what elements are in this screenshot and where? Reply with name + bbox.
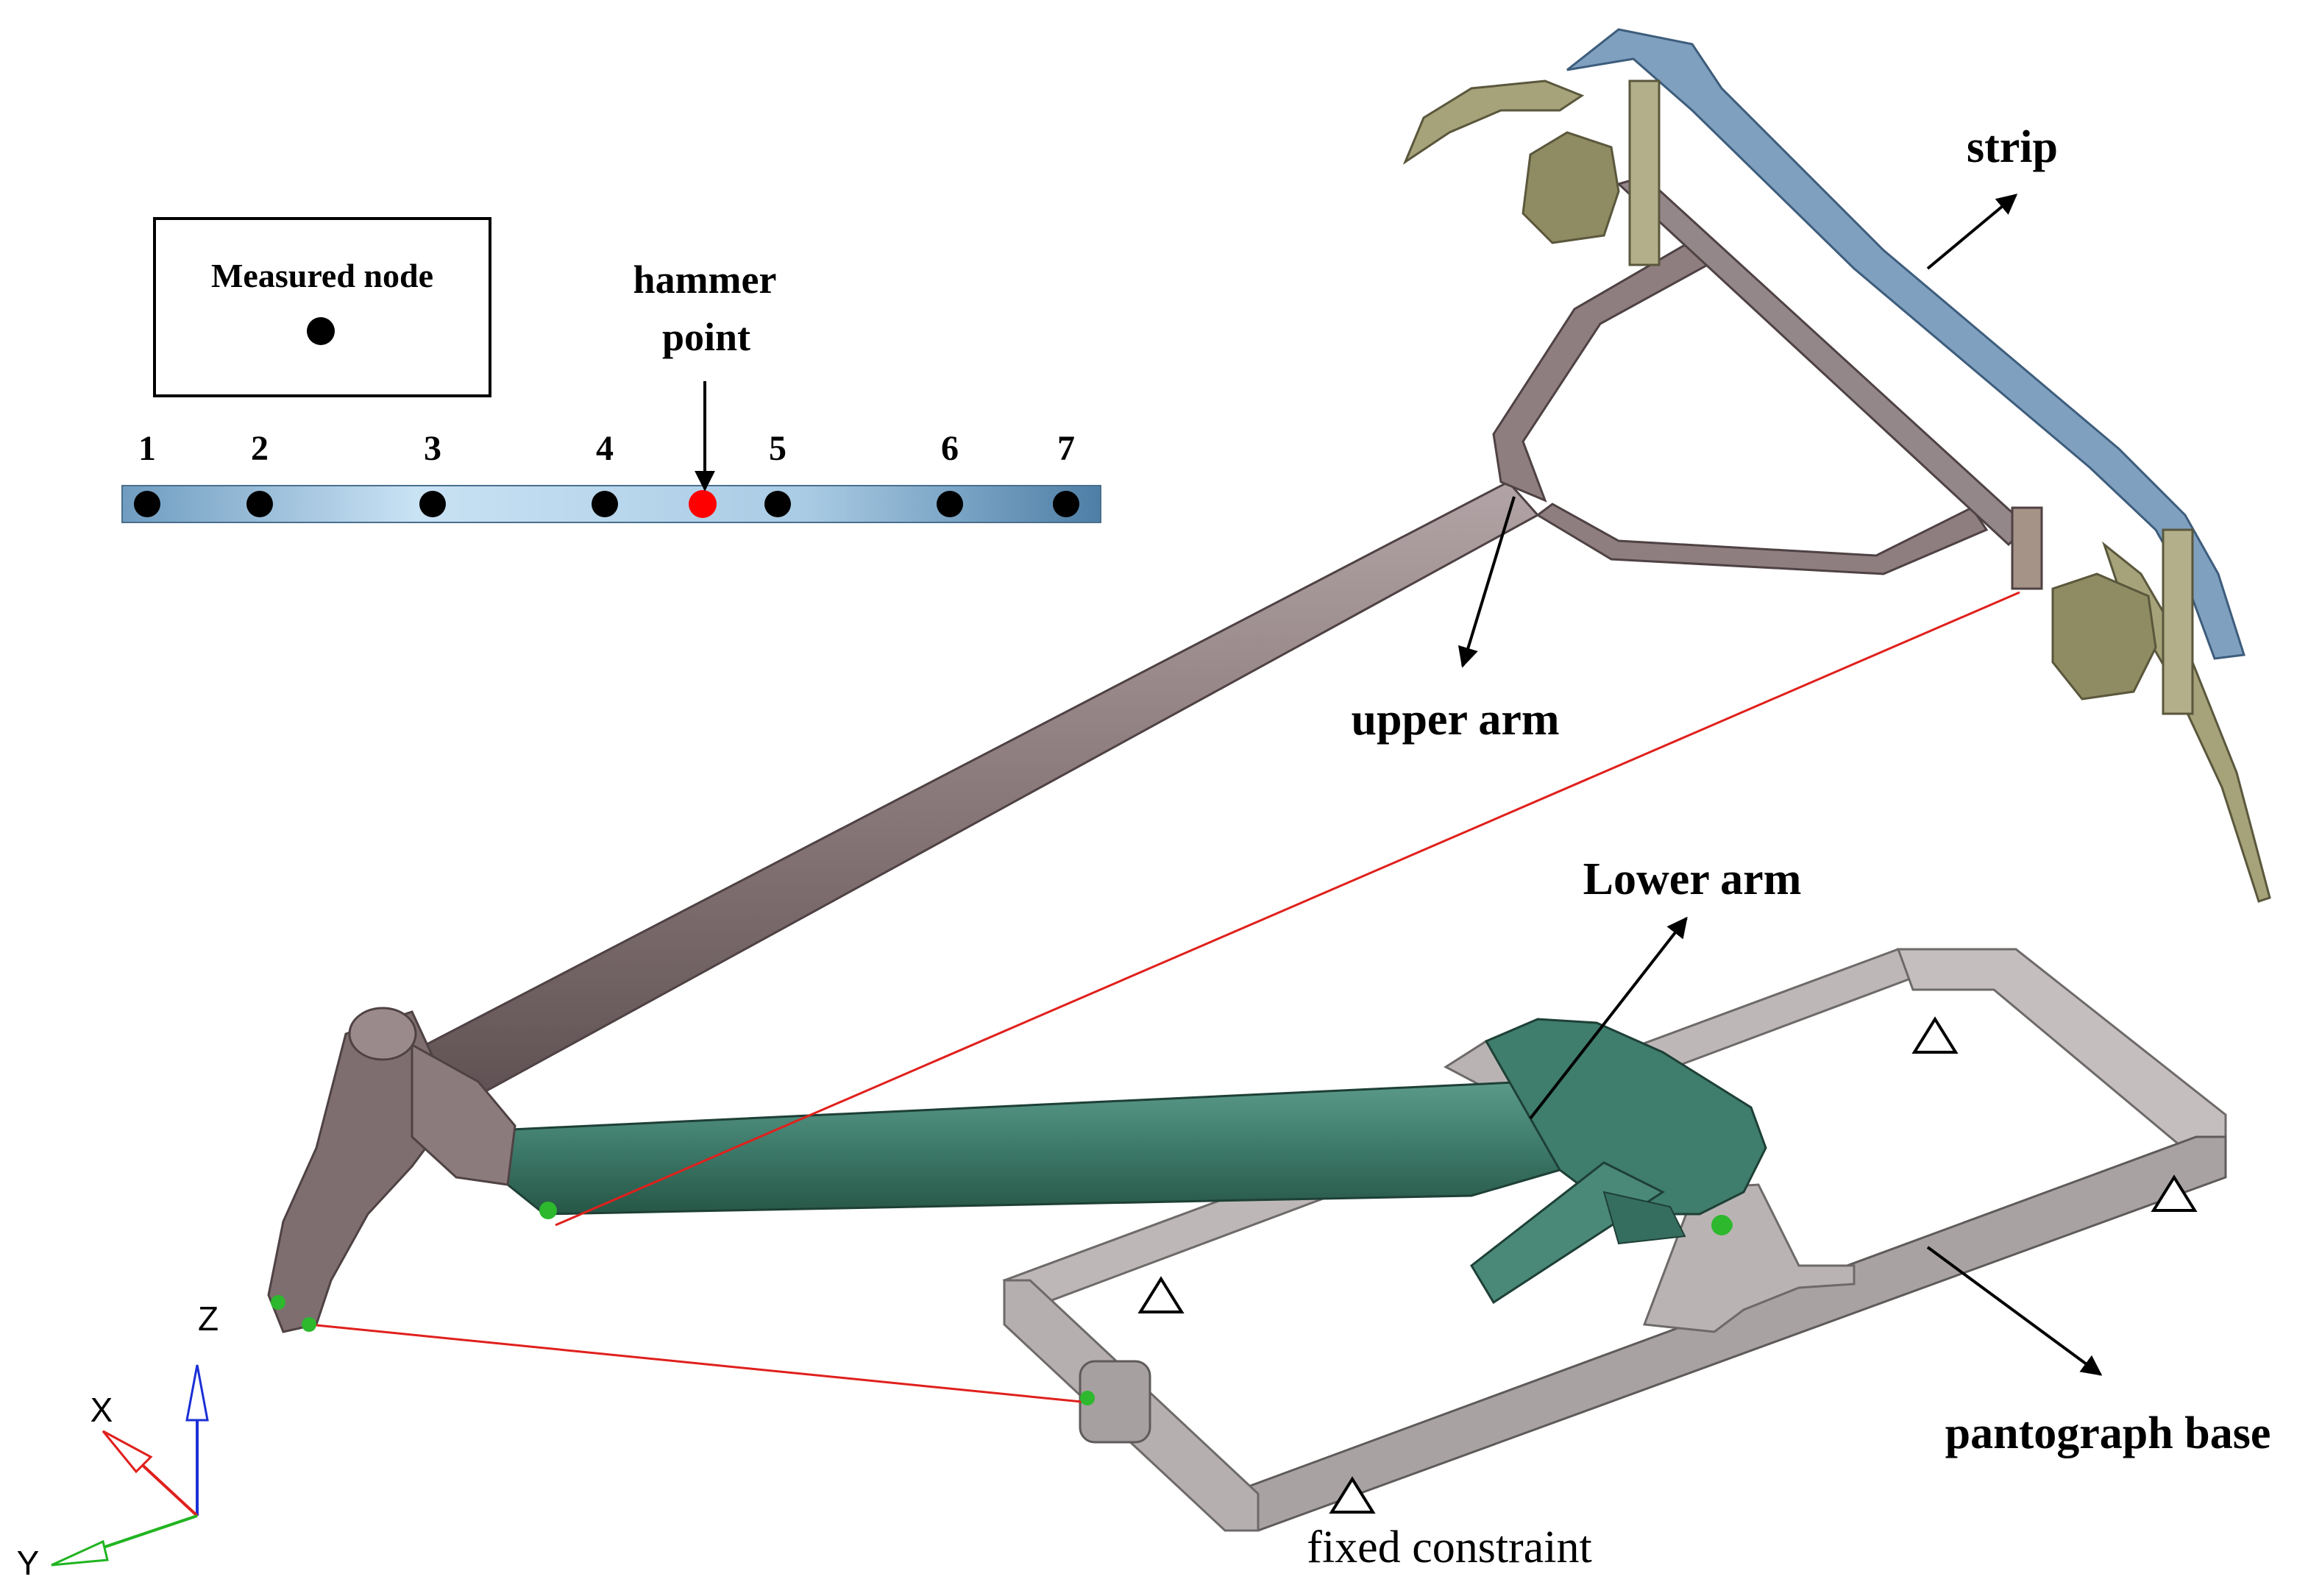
x-axis-arrow [102, 1430, 153, 1474]
label-strip: strip [1967, 122, 2058, 172]
pointer-lower-arm [1529, 916, 1688, 1120]
link-lines [308, 591, 2020, 1403]
z-axis-label: Z [198, 1299, 219, 1338]
constraint-triangle [1911, 1016, 1959, 1054]
node-label-1: 1 [138, 429, 156, 468]
measured-node-7 [1053, 491, 1079, 517]
head-post-right [2162, 528, 2194, 715]
label-upper-arm: upper arm [1351, 695, 1559, 745]
measured-node-5 [764, 491, 791, 517]
strip-node-diagram: 1 2 3 4 5 6 7 hammer point [121, 258, 1101, 523]
hammer-label-line2: point [662, 315, 750, 359]
node-label-2: 2 [251, 429, 269, 468]
horn-left-bracket [1522, 131, 1620, 244]
upper-arm-frame-bottom [1535, 503, 1989, 575]
upper-arm-elbow-hub [348, 1007, 417, 1061]
horn-right-bracket [2051, 572, 2157, 701]
node-label-4: 4 [596, 429, 614, 468]
link-line-lower [308, 1323, 1082, 1403]
z-axis-arrow [185, 1364, 209, 1422]
constraint-triangle [1329, 1476, 1376, 1514]
horn-left [1402, 79, 1585, 165]
node-label-3: 3 [424, 429, 441, 468]
base-right-end [1896, 948, 2227, 1160]
measured-node-6 [937, 491, 963, 517]
hinge-point [1718, 1218, 1733, 1233]
hinge-point [1080, 1391, 1095, 1405]
pointer-pantograph-base [1926, 1246, 2103, 1376]
label-lower-arm: Lower arm [1583, 854, 1802, 904]
hammer-point-marker [689, 490, 717, 518]
component-labels: strip upper arm Lower arm pantograph bas… [1307, 122, 2270, 1572]
coordinate-triad: Z X Y [17, 1299, 219, 1582]
legend-node-marker [307, 317, 335, 345]
legend-title: Measured node [211, 257, 433, 294]
node-label-6: 6 [941, 429, 959, 468]
hinge-point [539, 1202, 557, 1219]
measured-node-1 [134, 491, 160, 517]
measured-node-4 [592, 491, 618, 517]
constraint-triangle [1137, 1276, 1185, 1313]
hammer-label-line1: hammer [633, 258, 777, 302]
contact-strip [1566, 28, 2245, 660]
upper-arm-main-tube [395, 480, 1540, 1109]
constraint-triangle [2151, 1174, 2198, 1212]
node-label-7: 7 [1057, 429, 1075, 468]
y-axis-label: Y [17, 1544, 40, 1582]
pantograph-head [1402, 28, 2271, 903]
node-group: 1 2 3 4 5 6 7 [134, 429, 1079, 518]
hinge-point [302, 1317, 316, 1332]
head-link-right [2011, 506, 2043, 590]
measured-node-2 [246, 491, 273, 517]
legend-box [153, 217, 491, 397]
upper-arm-structure [267, 175, 2029, 1333]
node-label-5: 5 [769, 429, 787, 468]
label-pantograph-base: pantograph base [1945, 1408, 2271, 1458]
x-axis-label: X [90, 1391, 113, 1429]
fixed-constraints [1137, 1016, 2198, 1514]
y-axis-arrow [51, 1539, 109, 1567]
head-post-left [1628, 79, 1661, 266]
legend: Measured node [153, 217, 491, 397]
upper-arm-frame-left [1492, 241, 1716, 503]
lower-arm-flange [1602, 1191, 1686, 1245]
upper-arm-elbow-plate [411, 1043, 516, 1186]
label-fixed-constraint: fixed constraint [1307, 1522, 1591, 1572]
link-line-upper [555, 591, 2020, 1227]
hinge-points [271, 1202, 1733, 1405]
lower-arm-tube [506, 1080, 1576, 1216]
hinge-point [271, 1295, 285, 1310]
pointer-strip [1926, 194, 2018, 270]
measured-node-3 [419, 491, 446, 517]
lower-arm-structure [506, 1018, 1767, 1305]
pointer-upper-arm [1458, 496, 1516, 668]
